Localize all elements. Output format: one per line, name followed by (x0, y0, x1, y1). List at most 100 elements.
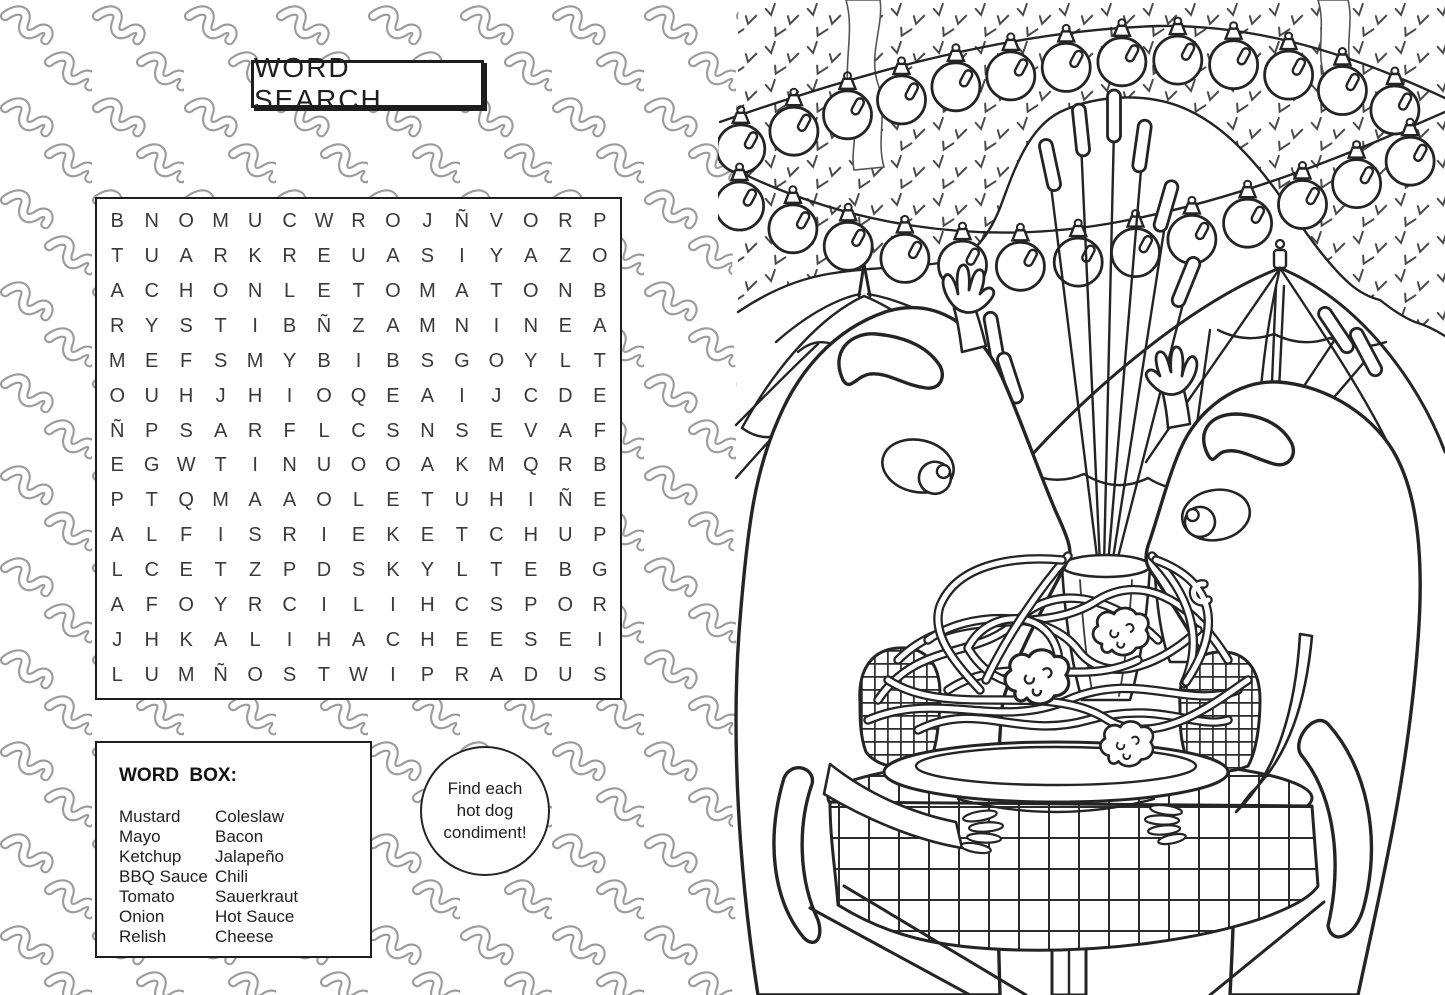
grid-letter: F (283, 419, 296, 442)
grid-letter: O (350, 454, 367, 477)
grid-letter: O (488, 349, 505, 372)
grid-letter: S (248, 524, 262, 547)
grid-letter: N (420, 419, 435, 442)
grid-letter: W (314, 209, 334, 232)
instruction-line: Find each (447, 779, 523, 799)
grid-letter: O (591, 244, 608, 267)
grid-letter: Q (523, 454, 539, 477)
hot-dog-spaghetti-illustration (718, 0, 1445, 995)
hand-right (1143, 803, 1187, 846)
grid-letter: U (558, 524, 573, 547)
grid-letter: Y (145, 314, 159, 337)
grid-letter: Ñ (110, 419, 125, 442)
grid-letter: N (144, 209, 159, 232)
grid-letter: R (454, 664, 470, 687)
grid-letter: A (489, 664, 504, 687)
eye (881, 438, 955, 496)
grid-letter: K (386, 559, 400, 582)
grid-letter: Z (352, 314, 365, 337)
meatball (1003, 648, 1071, 706)
grid-letter: P (110, 489, 124, 512)
grid-letter: M (108, 349, 126, 372)
grid-letter: Q (350, 384, 367, 407)
hand-left (960, 809, 1005, 855)
grid-letter: M (212, 489, 229, 512)
grid-letter: O (316, 489, 332, 512)
grid-letter: U (144, 664, 159, 687)
grid-letter: C (385, 629, 401, 652)
page-title: WORD SEARCH (251, 52, 484, 115)
grid-letter: B (386, 349, 400, 372)
grid-letter: K (455, 454, 469, 477)
grid-letter: T (490, 279, 503, 302)
grid-letter: E (489, 629, 504, 652)
grid-letter: B (593, 279, 607, 302)
grid-letter: M (419, 279, 436, 302)
grid-letter: R (213, 244, 228, 267)
word-box-item: Chili (215, 867, 249, 886)
grid-letter: Y (282, 349, 297, 372)
grid-letter: H (144, 629, 159, 652)
grid-letter: A (351, 629, 366, 652)
grid-letter: W (176, 454, 196, 477)
grid-letter: E (558, 629, 572, 652)
grid-letter: J (422, 209, 433, 232)
grid-letter: U (558, 664, 573, 687)
grid-letter: S (593, 664, 607, 687)
word-box-item: Mustard (119, 807, 181, 826)
instruction-line: condiment! (443, 822, 527, 842)
grid-letter: O (385, 454, 401, 477)
grid-letter: E (179, 559, 193, 582)
grid-letter: J (112, 629, 123, 652)
grid-letter: A (110, 524, 124, 547)
grid-letter: T (317, 664, 331, 687)
grid-letter: A (213, 419, 228, 442)
word-box-item: BBQ Sauce (119, 867, 208, 886)
grid-letter: R (558, 209, 573, 232)
grid-letter: T (214, 314, 227, 337)
word-box-item: Cheese (215, 927, 274, 946)
grid-letter: Y (213, 594, 228, 617)
bun-highlight (837, 332, 945, 390)
grid-letter: I (321, 594, 327, 617)
grid-letter: C (144, 559, 159, 582)
grid-letter: A (110, 594, 124, 617)
grid-letter: I (459, 244, 465, 267)
grid-letter: K (248, 244, 262, 267)
grid-letter: A (386, 244, 400, 267)
grid-letter: E (386, 384, 400, 407)
grid-letter: S (282, 664, 297, 687)
grid-letter: C (523, 384, 539, 407)
grid-letter: T (421, 489, 434, 512)
grid-letter: Q (178, 489, 194, 512)
grid-letter: O (178, 209, 194, 232)
grid-letter: S (179, 314, 193, 337)
grid-letter: J (491, 384, 502, 407)
eye (1180, 488, 1252, 542)
grid-letter: B (317, 349, 331, 372)
grid-letter: O (557, 594, 574, 617)
grid-letter: V (524, 419, 538, 442)
word-box-item: Hot Sauce (215, 907, 295, 926)
grid-letter: U (316, 454, 332, 477)
word-box-item: Ketchup (119, 847, 182, 866)
grid-letter: N (247, 279, 263, 302)
grid-letter: K (179, 629, 193, 652)
grid-letter: F (593, 419, 606, 442)
grid-letter: U (454, 489, 470, 512)
grid-letter: E (558, 314, 572, 337)
grid-letter: S (524, 629, 538, 652)
grid-letter: I (390, 664, 396, 687)
cattail-head (982, 88, 1384, 405)
grid-letter: Z (248, 559, 262, 582)
grid-letter: E (145, 349, 159, 372)
grid-letter: T (214, 559, 227, 582)
grid-letter: U (144, 244, 159, 267)
